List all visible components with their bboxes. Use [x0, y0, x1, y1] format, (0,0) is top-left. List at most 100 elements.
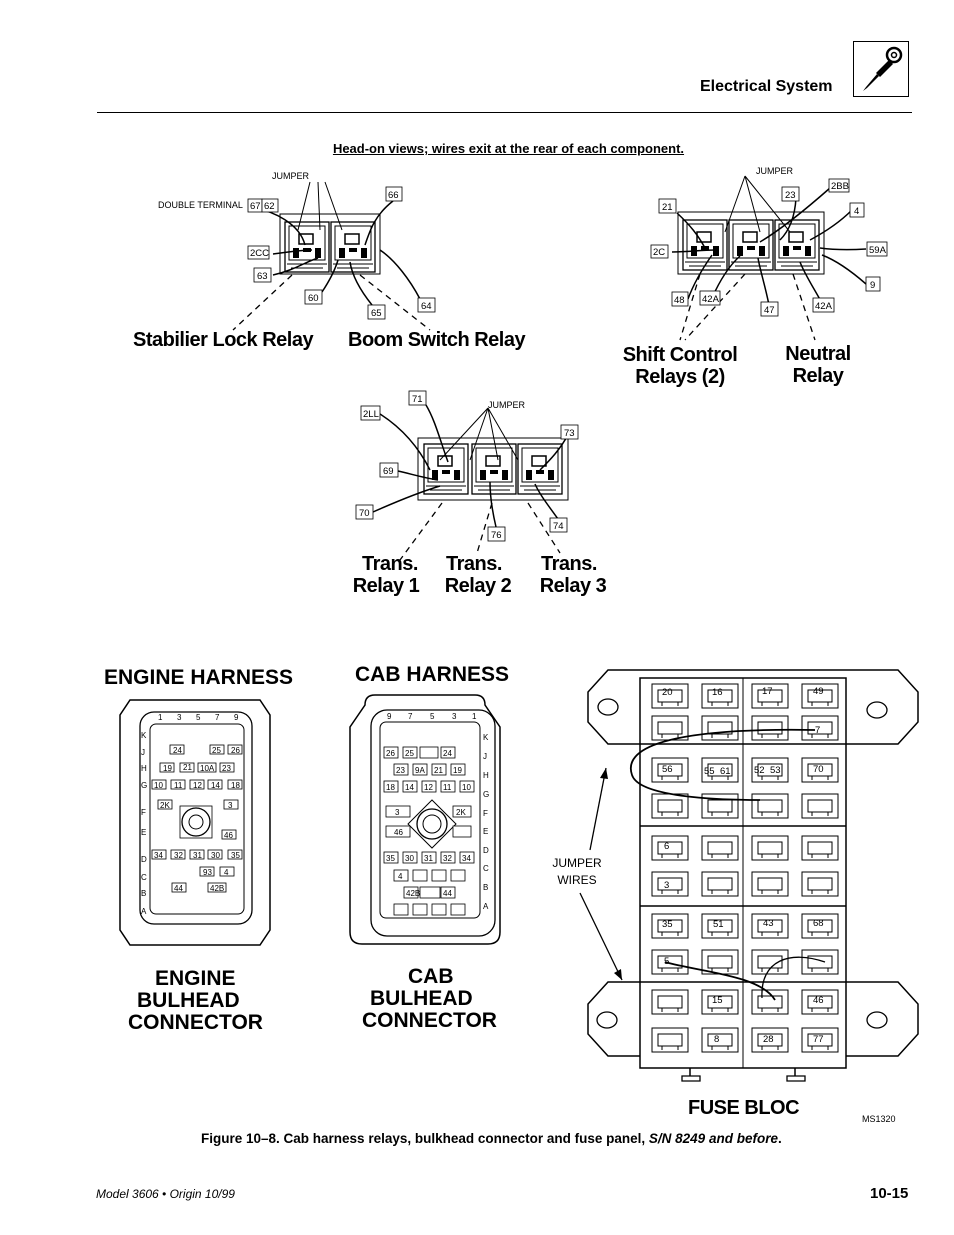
cab-bulkhead-connector [349, 694, 501, 945]
jumper-wires-annotation-2: WIRES [557, 873, 596, 887]
fuse-label: 77 [813, 1034, 824, 1045]
pin-row: E [483, 827, 488, 836]
figure-caption-serial: S/N 8249 and before [648, 1131, 778, 1146]
pin-col: 3 [177, 713, 182, 722]
wire-tag-boxes [247, 178, 888, 542]
pin-label: 32 [174, 851, 183, 860]
pin-label: 23 [222, 764, 231, 773]
pin-label: 3 [395, 808, 400, 817]
fuse-label: 52 [754, 765, 765, 776]
pin-row: B [141, 889, 146, 898]
pin-label: 93 [203, 868, 212, 877]
jumper-wires-annotation-1: JUMPER [552, 856, 602, 870]
pin-label: 46 [224, 831, 233, 840]
engine-connector-labels: 1 3 5 7 9 K J H G F E D C B A 24 25 26 1… [141, 713, 240, 916]
fuse-label: 8 [714, 1034, 719, 1045]
pin-col: 7 [215, 713, 220, 722]
pin-row: D [141, 855, 147, 864]
pin-label: 18 [386, 783, 395, 792]
pin-row: K [483, 733, 489, 742]
pin-row: F [483, 809, 488, 818]
trans-relay-2-label-2: Relay 2 [445, 575, 512, 597]
fuse-label: 56 [662, 764, 673, 775]
pin-row: G [483, 790, 489, 799]
pin-label: 11 [443, 783, 452, 792]
fuse-label: 43 [763, 918, 774, 929]
cab-connector-labels: 9 7 5 3 1 K J H G F E D C B A 26 25 24 2… [386, 712, 489, 911]
pin-label: 21 [183, 763, 192, 772]
pin-label: 21 [434, 766, 443, 775]
section-title: Electrical System [700, 78, 833, 95]
pin-row: E [141, 828, 146, 837]
pin-row: J [483, 752, 487, 761]
trans-relay-3-label-1: Trans. [541, 553, 597, 575]
wire-tag: 65 [371, 308, 382, 319]
trans-relays [372, 404, 570, 561]
pin-label: 10 [154, 781, 163, 790]
jumper-annotation-1: JUMPER [272, 171, 310, 181]
pin-label: 24 [443, 749, 452, 758]
pin-label: 26 [386, 749, 395, 758]
pin-label: 25 [405, 749, 414, 758]
pin-row: B [483, 883, 488, 892]
pin-label: 46 [394, 828, 403, 837]
jumper-annotation-3: JUMPER [488, 400, 526, 410]
pin-label: 35 [386, 854, 395, 863]
fuse-label: 49 [813, 686, 824, 697]
pin-label: 12 [193, 781, 202, 790]
fuse-label: 55 [704, 766, 715, 777]
wire-tag: 67 [250, 201, 261, 212]
stabilier-boom-relays [232, 181, 431, 331]
pin-label: 14 [211, 781, 220, 790]
top-caption: Head-on views; wires exit at the rear of… [332, 141, 685, 156]
trans-relay-1-label-2: Relay 1 [353, 575, 420, 597]
trans-relay-1-label-1: Trans. [362, 553, 418, 575]
wire-tag: 21 [662, 202, 673, 213]
pin-row: G [141, 781, 147, 790]
pin-label: 32 [443, 854, 452, 863]
pin-label: 10A [200, 764, 215, 773]
wire-tag: 9 [870, 280, 875, 291]
pin-col: 1 [158, 713, 163, 722]
ring-terminal-icon [853, 41, 909, 97]
wire-tag: 2C [653, 247, 665, 258]
pin-row: C [483, 864, 489, 873]
pin-label: 26 [231, 746, 240, 755]
wire-tag: 47 [764, 305, 775, 316]
fuse-bloc-label: FUSE BLOC [688, 1097, 799, 1119]
page-number: 10-15 [870, 1185, 909, 1202]
wire-tag: 62 [264, 201, 275, 212]
pin-label: 44 [174, 884, 183, 893]
fuse-label: 51 [713, 919, 724, 930]
fuse-labels: 20 16 17 49 7 56 55 61 52 53 70 6 3 35 5… [662, 686, 824, 1045]
pin-col: 9 [387, 712, 392, 721]
pin-label: 14 [405, 783, 414, 792]
pin-label: 42B [406, 889, 420, 898]
pin-label: 35 [231, 851, 240, 860]
pin-col: 5 [430, 712, 435, 721]
pin-label: 4 [398, 872, 403, 881]
pin-row: H [483, 771, 489, 780]
pin-label: 2K [456, 808, 466, 817]
wire-tag: 42A [815, 301, 833, 312]
pin-label: 18 [231, 781, 240, 790]
engine-harness-label: ENGINE HARNESS [104, 666, 293, 689]
shift-neutral-relays [671, 175, 867, 341]
wire-tag: 48 [674, 295, 685, 306]
wire-tag: 73 [564, 428, 575, 439]
wire-tag: 2BB [831, 181, 849, 192]
engine-bulkhead-label-3: CONNECTOR [128, 1011, 263, 1034]
wire-tags-group-2: 21 23 2BB 4 2C 59A 9 48 42A 47 42A [653, 181, 887, 316]
pin-label: 24 [173, 746, 182, 755]
engine-bulkhead-connector [119, 699, 271, 946]
pin-row: J [141, 748, 145, 757]
pin-label: 9A [415, 766, 425, 775]
pin-label: 42B [210, 884, 224, 893]
fuse-label: 68 [813, 918, 824, 929]
pin-label: 25 [212, 746, 221, 755]
wire-tag: 71 [412, 394, 423, 405]
pin-row: D [483, 846, 489, 855]
wire-tags-group-3: 71 2LL 73 69 70 76 74 [359, 394, 575, 541]
wire-tag: 70 [359, 508, 370, 519]
footer-model: Model 3606 • Origin 10/99 [96, 1187, 235, 1201]
